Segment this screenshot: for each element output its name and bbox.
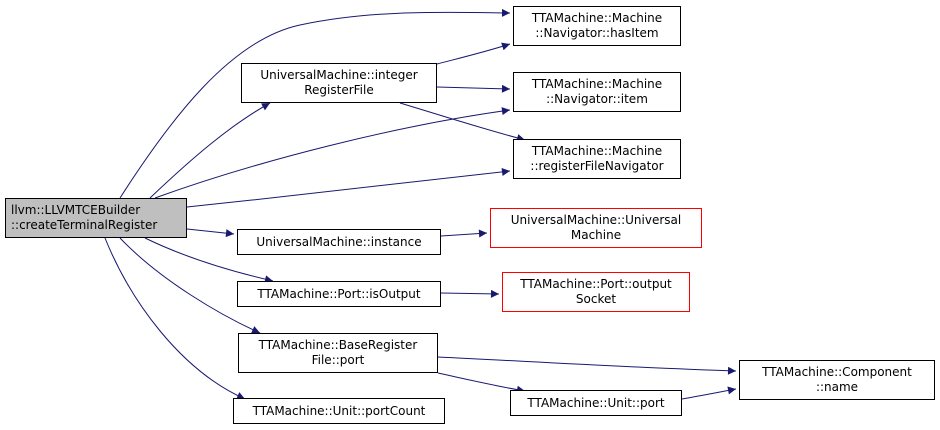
node-universalmachine-constructor[interactable]: UniversalMachine::Universal Machine [490,208,702,248]
edge-root-to-item [154,107,511,199]
node-port-outputsocket[interactable]: TTAMachine::Port::output Socket [502,272,690,312]
node-port-isoutput[interactable]: TTAMachine::Port::isOutput [237,281,441,307]
edge-root-to-intrf [149,102,271,199]
edge-instance-to-umctor [440,229,488,238]
node-baseregisterfile-port-line2: File::port [311,353,365,367]
node-unit-portcount-label: TTAMachine::Unit::portCount [252,403,426,418]
node-baseregisterfile-port-line1: TTAMachine::BaseRegister [258,338,418,352]
node-navigator-hasitem[interactable]: TTAMachine::Machine ::Navigator::hasItem [513,6,681,46]
edge-unitport-to-compname [681,386,737,400]
edge-brfport-to-compname [437,356,737,375]
node-port-isoutput-label: TTAMachine::Port::isOutput [257,286,421,301]
edge-intrf-to-rfnav [399,102,526,142]
edge-root-to-hasitem [119,8,511,199]
edge-root-to-rfnav [186,167,511,208]
node-universalmachine-constructor-line1: UniversalMachine::Universal [510,213,682,227]
edge-root-to-instance [186,228,235,238]
edge-root-to-portcount [104,237,246,400]
node-universalmachine-instance[interactable]: UniversalMachine::instance [237,229,441,255]
node-unit-portcount[interactable]: TTAMachine::Unit::portCount [233,398,445,424]
edge-root-to-isoutput [144,237,274,284]
node-component-name-line1: TTAMachine::Component [762,365,912,379]
edge-intrf-to-item [436,84,511,93]
node-registerfilenavigator[interactable]: TTAMachine::Machine ::registerFileNaviga… [513,139,681,179]
edge-brfport-to-unitport [437,372,526,394]
node-component-name[interactable]: TTAMachine::Component ::name [739,360,935,400]
node-unit-port[interactable]: TTAMachine::Unit::port [510,390,682,416]
node-llvm-createterminalregister-line2: ::createTerminalRegister [11,218,158,232]
node-integerregisterfile-line1: UniversalMachine::integer [260,68,418,82]
edge-root-to-brfport [119,237,261,334]
node-baseregisterfile-port[interactable]: TTAMachine::BaseRegister File::port [238,333,438,373]
node-port-outputsocket-line1: TTAMachine::Port::output [520,277,672,291]
node-navigator-hasitem-line2: ::Navigator::hasItem [535,26,659,40]
node-navigator-item-line1: TTAMachine::Machine [531,77,663,91]
node-navigator-item-line2: ::Navigator::item [546,92,648,106]
node-integerregisterfile-line2: RegisterFile [304,83,374,97]
node-universalmachine-constructor-line2: Machine [570,228,622,242]
node-registerfilenavigator-line1: TTAMachine::Machine [531,144,663,158]
edge-intrf-to-hasitem [436,42,511,65]
node-integerregisterfile[interactable]: UniversalMachine::integer RegisterFile [241,63,437,103]
edge-isoutput-to-outsocket [440,289,500,298]
node-llvm-createterminalregister: llvm::LLVMTCEBuilder ::createTerminalReg… [5,198,187,238]
node-universalmachine-instance-label: UniversalMachine::instance [256,234,422,249]
node-unit-port-label: TTAMachine::Unit::port [527,395,665,410]
node-llvm-createterminalregister-line1: llvm::LLVMTCEBuilder [11,203,141,217]
node-navigator-item[interactable]: TTAMachine::Machine ::Navigator::item [513,72,681,112]
node-registerfilenavigator-line2: ::registerFileNavigator [530,159,664,173]
node-port-outputsocket-line2: Socket [575,292,617,306]
node-navigator-hasitem-line1: TTAMachine::Machine [531,11,663,25]
node-component-name-line2: ::name [815,380,859,394]
